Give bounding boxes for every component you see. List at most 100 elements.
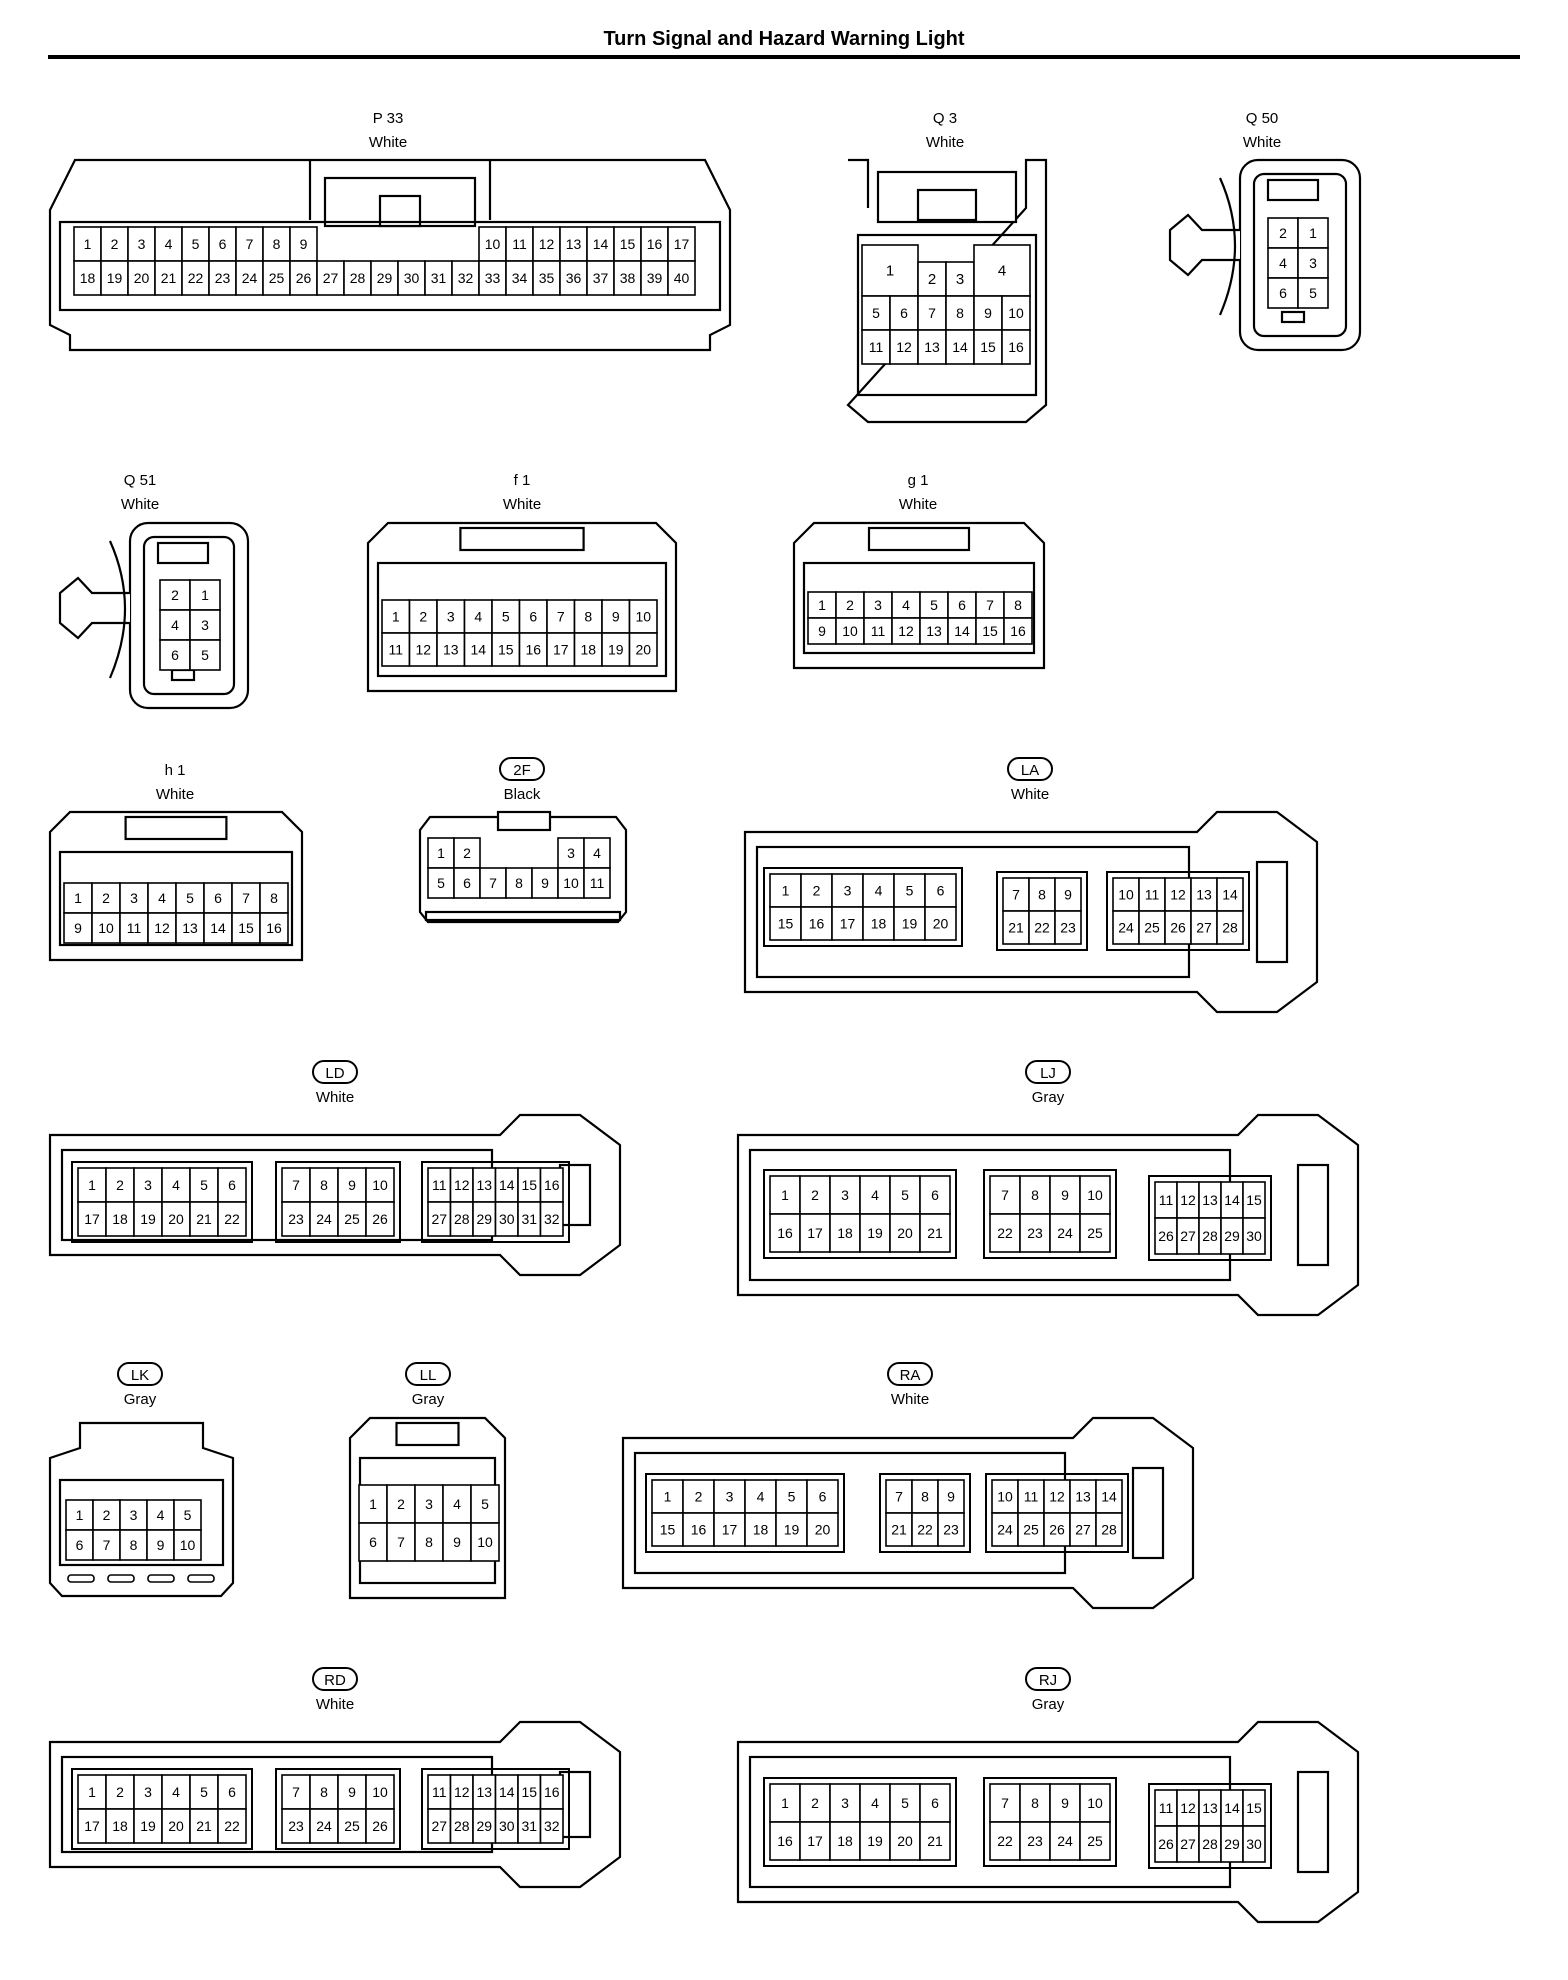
svg-text:4: 4 <box>593 845 601 861</box>
pin-26: 26 <box>365 1201 395 1237</box>
pin-10: 10 <box>1112 877 1140 912</box>
connector-badge <box>1007 757 1053 781</box>
pin-5: 5 <box>861 295 891 331</box>
svg-text:6: 6 <box>369 1534 377 1550</box>
svg-text:5: 5 <box>502 609 510 625</box>
pin-27: 27 <box>1176 1217 1200 1255</box>
svg-text:31: 31 <box>521 1211 537 1227</box>
svg-text:4: 4 <box>902 597 910 613</box>
svg-text:5: 5 <box>201 647 209 663</box>
svg-text:2: 2 <box>397 1496 405 1512</box>
pin-13: 13 <box>1198 1181 1222 1219</box>
svg-text:17: 17 <box>840 916 856 932</box>
connector-badge <box>117 1362 163 1386</box>
pin-25: 25 <box>337 1808 367 1844</box>
pin-18: 18 <box>105 1201 135 1237</box>
svg-text:7: 7 <box>895 1489 903 1505</box>
svg-text:3: 3 <box>425 1496 433 1512</box>
svg-text:12: 12 <box>1180 1800 1196 1816</box>
pin-7: 7 <box>479 867 507 899</box>
pin-32: 32 <box>539 1201 564 1237</box>
pin-5: 5 <box>775 1479 808 1514</box>
svg-text:2: 2 <box>813 883 821 899</box>
pin-10: 10 <box>365 1167 395 1203</box>
svg-text:9: 9 <box>348 1177 356 1193</box>
pin-2: 2 <box>453 837 481 869</box>
connector-badge <box>312 1060 358 1084</box>
svg-text:4: 4 <box>871 1795 879 1811</box>
svg-text:26: 26 <box>372 1211 388 1227</box>
pin-8: 8 <box>911 1479 939 1514</box>
svg-text:6: 6 <box>219 236 227 252</box>
svg-text:20: 20 <box>897 1833 913 1849</box>
svg-text:4: 4 <box>998 263 1006 280</box>
svg-text:23: 23 <box>1027 1833 1043 1849</box>
pin-11: 11 <box>1138 877 1166 912</box>
pin-29: 29 <box>472 1201 497 1237</box>
pin-17: 17 <box>831 906 864 941</box>
svg-text:5: 5 <box>200 1177 208 1193</box>
svg-text:19: 19 <box>140 1818 156 1834</box>
pin-17: 17 <box>77 1201 107 1237</box>
pin-4: 4 <box>583 837 611 869</box>
svg-text:22: 22 <box>188 270 204 286</box>
pin-2: 2 <box>408 599 438 634</box>
pin-3: 3 <box>945 261 975 297</box>
svg-text:12: 12 <box>454 1784 470 1800</box>
svg-text:3: 3 <box>567 845 575 861</box>
pin-8: 8 <box>309 1774 339 1810</box>
pin-10: 10 <box>173 1529 202 1561</box>
pin-18: 18 <box>862 906 895 941</box>
svg-text:5: 5 <box>437 875 445 891</box>
svg-text:13: 13 <box>476 1177 492 1193</box>
svg-text:29: 29 <box>476 1211 492 1227</box>
pin-25: 25 <box>1079 1213 1111 1253</box>
pin-11: 11 <box>861 329 891 365</box>
svg-text:30: 30 <box>499 1211 515 1227</box>
svg-text:13: 13 <box>924 339 940 355</box>
svg-text:10: 10 <box>1008 305 1024 321</box>
svg-text:15: 15 <box>498 642 514 658</box>
pin-6: 6 <box>358 1522 388 1562</box>
svg-text:4: 4 <box>172 1177 180 1193</box>
svg-text:19: 19 <box>902 916 918 932</box>
svg-text:30: 30 <box>404 270 420 286</box>
svg-text:3: 3 <box>130 1507 138 1523</box>
svg-text:5: 5 <box>872 305 880 321</box>
pin-22: 22 <box>217 1201 247 1237</box>
pin-24: 24 <box>235 260 264 296</box>
pin-27: 27 <box>427 1808 452 1844</box>
pin-4: 4 <box>161 1774 191 1810</box>
svg-text:14: 14 <box>499 1784 515 1800</box>
pin-16: 16 <box>800 906 833 941</box>
pin-12: 12 <box>449 1774 474 1810</box>
svg-text:11: 11 <box>871 623 886 639</box>
svg-text:9: 9 <box>74 920 82 936</box>
pin-7: 7 <box>546 599 576 634</box>
pin-18: 18 <box>829 1213 861 1253</box>
connector-color: White <box>503 496 541 513</box>
svg-text:12: 12 <box>539 236 555 252</box>
svg-text:24: 24 <box>1057 1225 1073 1241</box>
svg-text:14: 14 <box>499 1177 515 1193</box>
pin-5: 5 <box>889 1783 921 1823</box>
svg-text:17: 17 <box>674 236 690 252</box>
pin-8: 8 <box>259 882 289 914</box>
pin-25: 25 <box>1079 1821 1111 1861</box>
svg-text:27: 27 <box>1075 1522 1091 1538</box>
pin-16: 16 <box>769 1213 801 1253</box>
connector-id: 2F <box>513 762 531 779</box>
pin-17: 17 <box>713 1512 746 1547</box>
svg-text:28: 28 <box>350 270 366 286</box>
svg-text:5: 5 <box>481 1496 489 1512</box>
pin-13: 13 <box>919 617 949 645</box>
pin-3: 3 <box>133 1167 163 1203</box>
svg-text:8: 8 <box>584 609 592 625</box>
